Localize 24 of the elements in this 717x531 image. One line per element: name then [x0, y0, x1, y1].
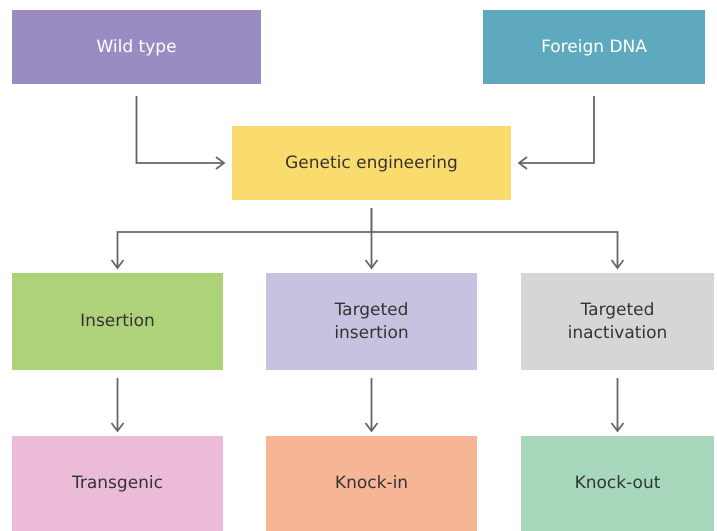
box-label: Knock-in [334, 472, 408, 495]
process-box [483, 10, 705, 84]
process-box [266, 436, 477, 531]
box-label: Insertion [80, 310, 155, 333]
process-box [12, 436, 223, 531]
box-label: Targeted inactivation [566, 298, 668, 344]
process-box [12, 10, 261, 84]
box-label: Genetic engineering [285, 152, 458, 174]
arrow [364, 378, 378, 432]
process-box [521, 436, 714, 531]
process-box [266, 273, 477, 370]
process-box [521, 273, 714, 370]
box-label: Transgenic [72, 472, 164, 495]
process-box [232, 126, 511, 200]
arrow [610, 378, 624, 432]
box-label: Targeted insertion [333, 298, 410, 344]
arrow [136, 96, 225, 170]
arrow [110, 378, 124, 432]
box-label: Knock-out [574, 472, 660, 495]
box-label: Foreign DNA [541, 36, 647, 58]
arrow [518, 96, 595, 170]
arrow [370, 208, 624, 269]
process-box [12, 273, 223, 370]
box-label: Wild type [96, 36, 177, 58]
